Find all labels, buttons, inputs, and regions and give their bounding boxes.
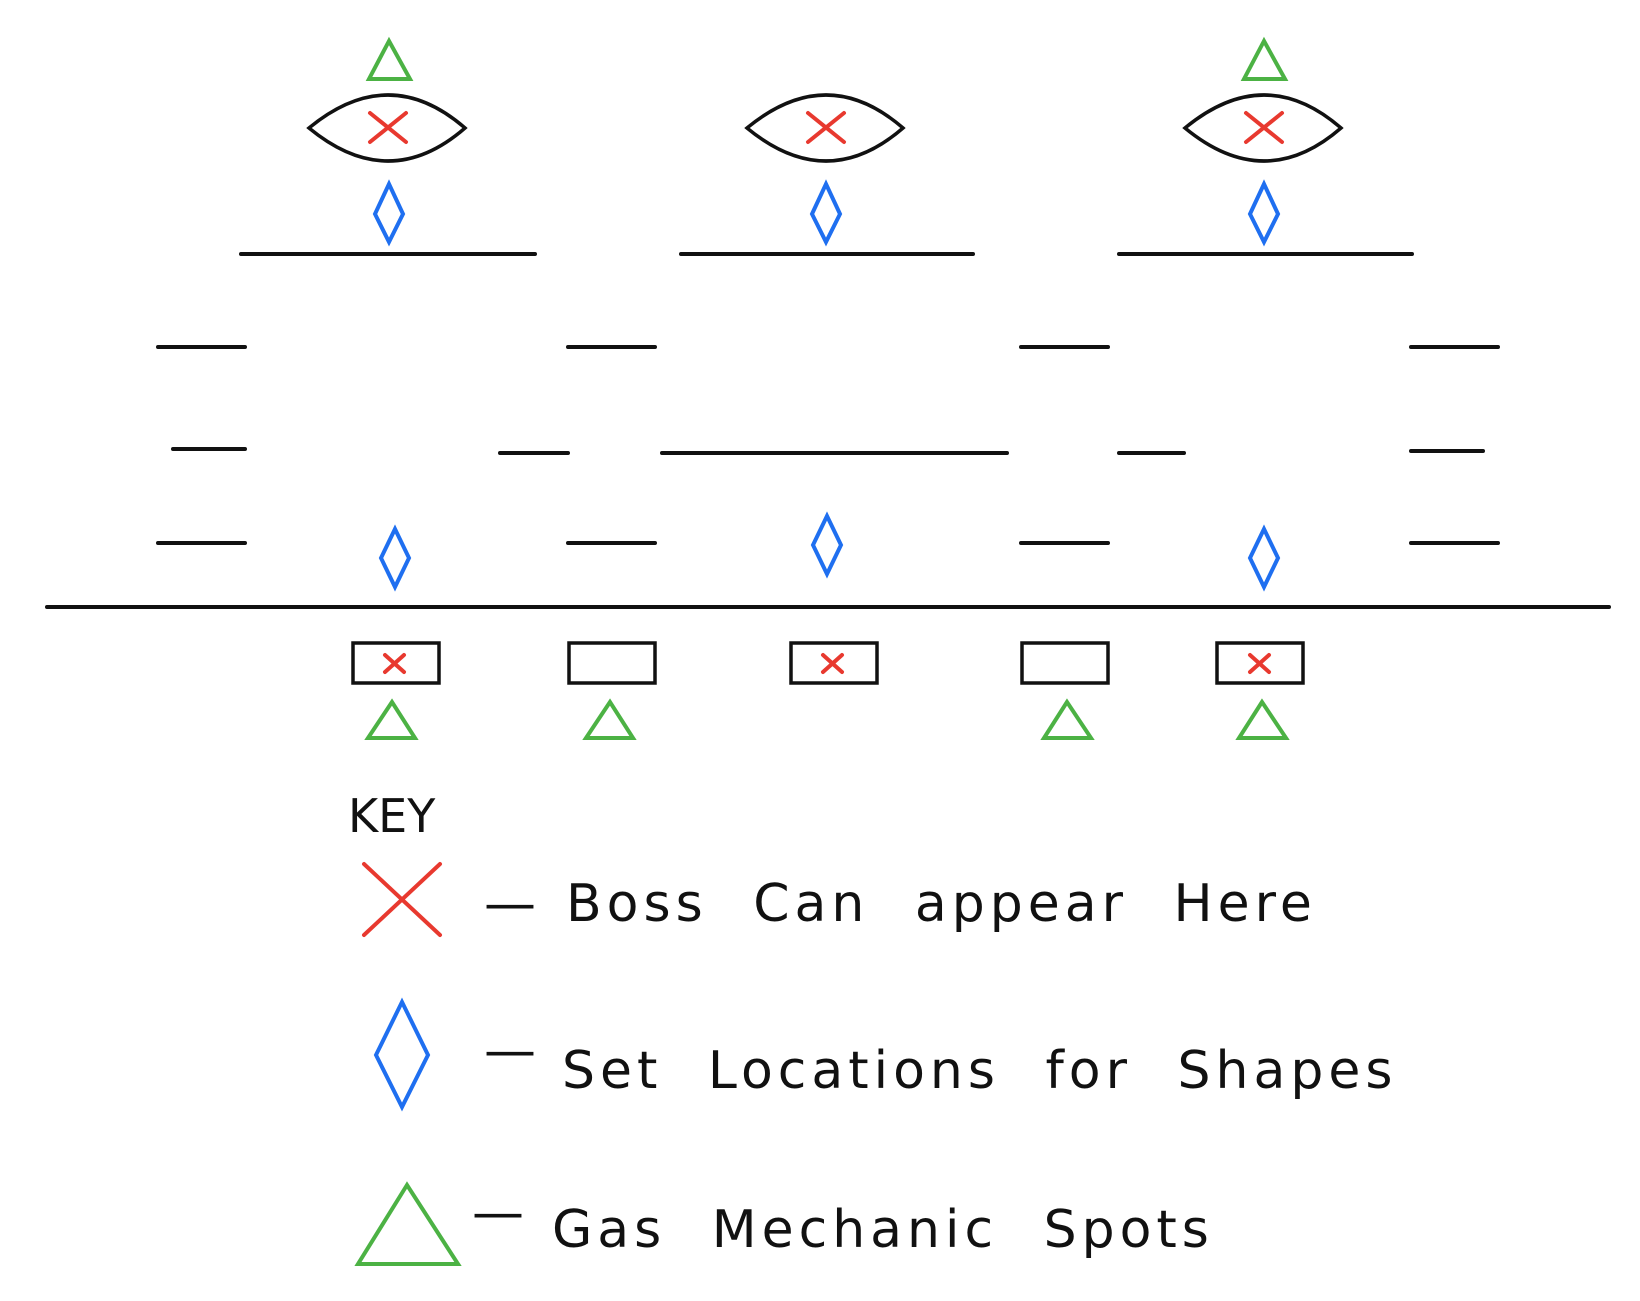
legend-dash: —	[484, 1021, 541, 1081]
legend-dash: —	[472, 1183, 529, 1243]
legend-label-boss: Boss Can appear Here	[566, 874, 1317, 934]
green-triangle-icon	[354, 1181, 462, 1266]
shape-diamond-icon	[372, 179, 406, 247]
blue-diamond-icon	[373, 997, 431, 1112]
legend-label-shapes: Set Locations for Shapes	[562, 1041, 1397, 1101]
boss-x-icon	[368, 111, 408, 144]
lower-box-4	[1020, 641, 1110, 740]
lower-box-1	[351, 641, 441, 740]
upper-platform-group-left	[239, 36, 537, 256]
lower-box-5	[1215, 641, 1305, 740]
shape-diamond-icon	[810, 511, 844, 579]
boss-x-icon	[821, 653, 844, 674]
boss-pod	[306, 93, 468, 163]
boss-x-icon	[806, 111, 846, 144]
legend-item-gas: — Gas Mechanic Spots	[354, 1181, 1214, 1266]
lower-box	[567, 641, 657, 685]
shape-diamond-icon	[1247, 524, 1281, 592]
lower-box	[789, 641, 879, 685]
ledges	[156, 345, 1500, 545]
upper-platform-group-right	[1117, 36, 1414, 256]
legend-item-boss: — Boss Can appear Here	[362, 862, 1317, 937]
shape-diamond-icon	[378, 524, 412, 592]
legend: KEY — Boss Can appear Here — Set Locatio…	[348, 789, 1397, 1266]
gas-triangle-icon	[1235, 698, 1290, 740]
boss-x-icon	[1248, 653, 1271, 674]
lower-box	[351, 641, 441, 685]
legend-dash: —	[484, 874, 541, 934]
lower-box	[1215, 641, 1305, 685]
lower-box-2	[567, 641, 657, 740]
lower-box-3	[789, 641, 879, 685]
boss-pod	[744, 93, 906, 163]
gas-triangle-icon	[1240, 36, 1289, 81]
gas-triangle-icon	[1040, 698, 1095, 740]
boss-x-icon	[383, 653, 406, 674]
gas-triangle-icon	[582, 698, 637, 740]
gas-triangle-icon	[364, 698, 419, 740]
shape-diamond-icon	[809, 179, 843, 247]
legend-label-gas: Gas Mechanic Spots	[552, 1200, 1214, 1260]
lower-box	[1020, 641, 1110, 685]
boss-x-icon	[1244, 111, 1284, 144]
red-x-icon	[362, 862, 442, 937]
legend-title: KEY	[348, 789, 436, 843]
upper-platform-group-center	[679, 93, 975, 256]
shape-diamond-icon	[1247, 179, 1281, 247]
legend-item-shapes: — Set Locations for Shapes	[373, 997, 1397, 1112]
gas-triangle-icon	[365, 36, 414, 81]
boss-pod	[1182, 93, 1344, 163]
